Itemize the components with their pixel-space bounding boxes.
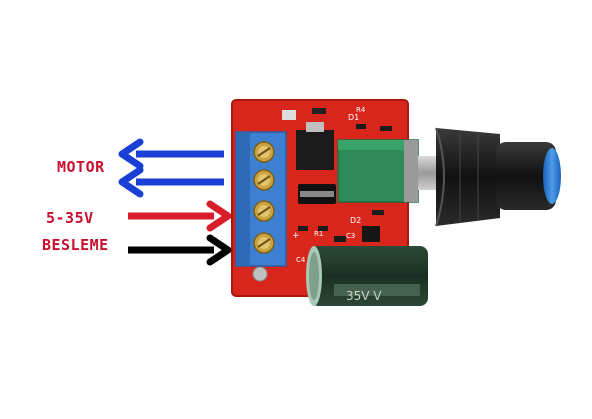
knob-cap [543,148,561,204]
motor-arrow-1 [118,138,224,170]
silk-d1: D1 [348,113,359,122]
silk-c3: C3 [346,232,355,240]
mount-hole [252,266,268,282]
terminal-screw[interactable] [253,141,275,163]
silk-c4: C4 [296,256,306,264]
silk-r1: R1 [314,230,323,238]
electrolytic-capacitor: 35V V [306,246,428,306]
knob[interactable] [435,127,561,227]
motor-label: MOTOR [57,158,105,176]
supply-positive-arrow [128,200,232,232]
motor-arrow-2 [118,166,224,198]
terminal-screw[interactable] [253,232,275,254]
supply-range-label: 5-35V [46,209,94,227]
silk-d2: D2 [350,216,361,225]
header-pins [282,110,296,120]
potentiometer [337,139,436,203]
mosfet [296,130,334,170]
ic-chip [362,226,380,242]
terminal-block [235,131,287,267]
arrow-group [118,138,232,266]
terminal-screw[interactable] [253,169,275,191]
supply-label: BESLEME [42,236,109,254]
supply-ground-arrow [128,234,232,266]
silk-plus: + [292,231,300,241]
capacitor-rating: 35V V [346,289,382,303]
silk-r4: R4 [356,106,366,114]
terminal-screw[interactable] [253,200,275,222]
